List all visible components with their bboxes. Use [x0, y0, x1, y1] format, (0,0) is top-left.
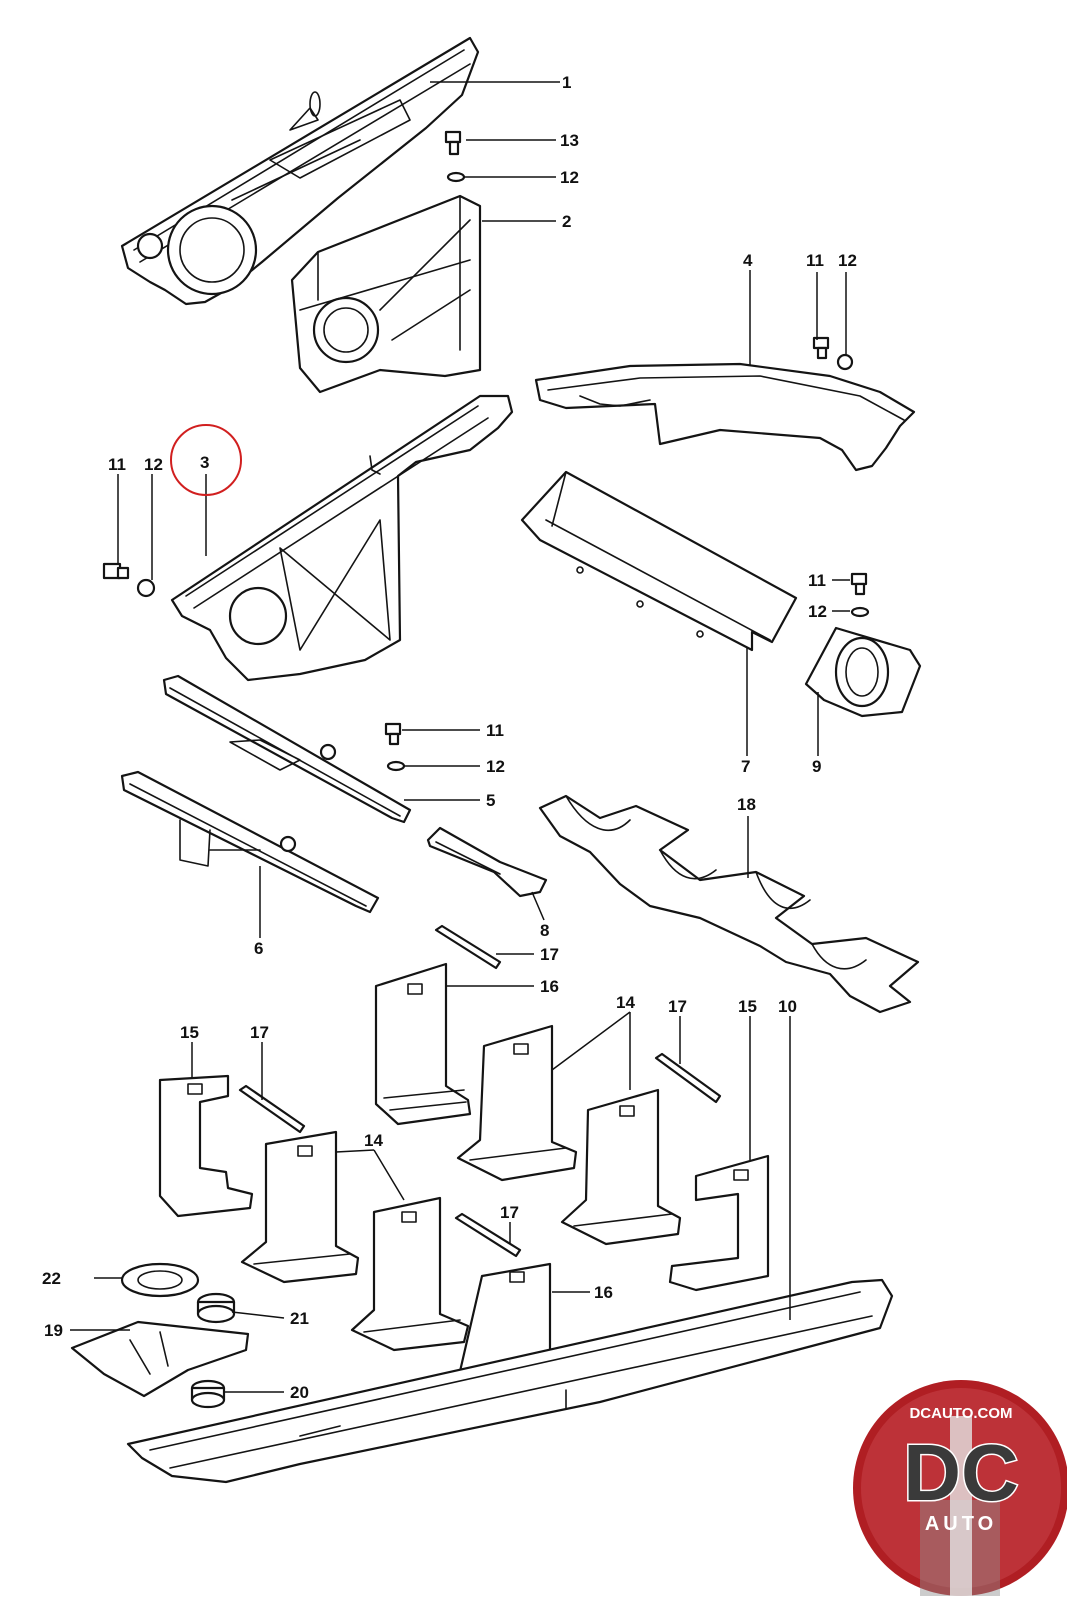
callout-15: 15: [738, 997, 757, 1016]
fasteners: [102, 130, 870, 772]
leader-lines: [70, 81, 850, 1393]
dcauto-logo: DCAUTO.COM DC AUTO: [853, 1380, 1067, 1596]
highlight-ring: [170, 424, 242, 496]
part-2-cooling-cover: [290, 194, 482, 394]
part-14-panels: [240, 1024, 682, 1352]
callout-8: 8: [540, 921, 549, 940]
logo-top-text: DCAUTO.COM: [909, 1405, 1012, 1422]
callout-22: 22: [42, 1269, 61, 1288]
part-7-channel-plate: [520, 470, 798, 652]
callout-11: 11: [486, 721, 504, 740]
logo-main-text: DC: [903, 1428, 1019, 1517]
part-9-duct-housing: [804, 626, 922, 718]
callout-14: 14: [616, 993, 635, 1012]
callout-16: 16: [540, 977, 559, 996]
callout-15: 15: [180, 1023, 199, 1042]
parts-19-22-mount-set: [70, 1262, 250, 1409]
callout-11: 11: [808, 571, 826, 590]
part-3-cooling-cover: [170, 394, 514, 682]
callout-17: 17: [250, 1023, 269, 1042]
part-10-sill: [126, 1278, 894, 1484]
callout-1: 1: [562, 73, 571, 92]
part-6-rail: [120, 770, 380, 914]
part-4-cover-rail: [534, 362, 916, 472]
callout-18: 18: [737, 795, 756, 814]
part-1-left-cooling-cover: [120, 36, 480, 306]
callout-17: 17: [540, 945, 559, 964]
callout-12: 12: [838, 251, 857, 270]
part-5-rail: [162, 674, 412, 824]
callout-13: 13: [560, 131, 579, 150]
callout-11: 11: [108, 455, 126, 474]
callout-4: 4: [743, 251, 753, 270]
callout-12: 12: [144, 455, 163, 474]
callout-labels: 1 13 12 2 4 11 12 11 12 3 11 12 11 12 7 …: [42, 73, 857, 1402]
callout-16: 16: [594, 1283, 613, 1302]
callout-19: 19: [44, 1321, 63, 1340]
callout-17: 17: [668, 997, 687, 1016]
callout-20: 20: [290, 1383, 309, 1402]
callout-2: 2: [562, 212, 571, 231]
callout-12: 12: [486, 757, 505, 776]
logo-sub-text: AUTO: [925, 1513, 997, 1535]
callout-12: 12: [808, 602, 827, 621]
callout-6: 6: [254, 939, 263, 958]
callout-14: 14: [364, 1131, 383, 1150]
callout-21: 21: [290, 1309, 309, 1328]
part-17-strips: [238, 924, 722, 1258]
callout-10: 10: [778, 997, 797, 1016]
callout-17: 17: [500, 1203, 519, 1222]
callout-5: 5: [486, 791, 495, 810]
callout-7: 7: [741, 757, 750, 776]
callout-12: 12: [560, 168, 579, 187]
callout-11: 11: [806, 251, 824, 270]
callout-9: 9: [812, 757, 821, 776]
part-18-corrugated-plate: [538, 794, 920, 1014]
callout-3: 3: [200, 453, 209, 472]
part-8-bracket: [426, 826, 548, 898]
part-15-panels: [158, 1074, 770, 1292]
